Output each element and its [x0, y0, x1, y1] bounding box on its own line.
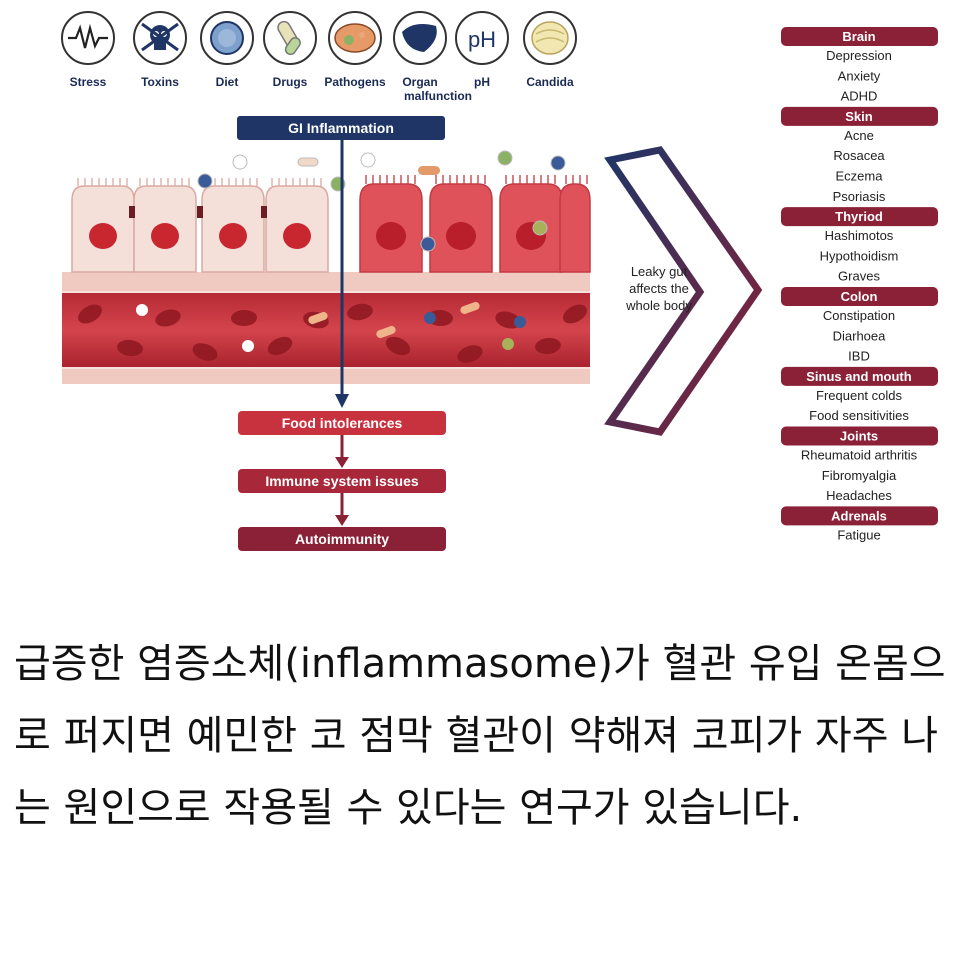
leaky-gut-arrow [604, 146, 763, 436]
system-item: Eczema [836, 169, 884, 184]
intestinal-tissue [62, 150, 591, 384]
system-item: Fatigue [837, 527, 880, 542]
system-item: Food sensitivities [809, 408, 909, 423]
system-item: Graves [838, 269, 880, 284]
flow-step: Immune system issues [238, 469, 446, 526]
food-icon: Diet [200, 11, 254, 89]
system-header: Joints [840, 429, 878, 444]
flow-step-label: Autoimmunity [295, 531, 389, 547]
system-item: Anxiety [838, 68, 881, 83]
pathogen-icon: Pathogens [324, 11, 386, 89]
flow-step-label: Immune system issues [265, 473, 419, 489]
leaky-gut-line-1: Leaky gut [631, 264, 688, 279]
flow-step-label: Food intolerances [282, 415, 403, 431]
system-header: Brain [842, 29, 875, 44]
ph-symbol: pH [468, 27, 496, 52]
flow-step: Autoimmunity [238, 527, 446, 551]
system-item: Constipation [823, 308, 895, 323]
system-header: Thyriod [835, 209, 883, 224]
system-header: Sinus and mouth [806, 369, 912, 384]
leaky-gut-line-3: whole body [625, 298, 692, 313]
cause-label: Drugs [273, 75, 308, 89]
stress-wave-icon: Stress [61, 11, 115, 89]
flow-step: Food intolerances [238, 411, 446, 468]
system-item: Psoriasis [833, 189, 886, 204]
system-header: Adrenals [831, 508, 887, 523]
system-item: Hypothoidism [820, 248, 899, 263]
cause-label: pH [474, 75, 490, 89]
system-item: IBD [848, 349, 870, 364]
cause-label: Diet [216, 75, 239, 89]
pill-icon: Drugs [263, 11, 317, 89]
caption-text: 급증한 염증소체(inflammasome)가 혈관 유입 온몸으로 퍼지면 예… [14, 641, 946, 831]
diagram-canvas: Stress Toxins Diet Drugs Pathogens Organmalfu… [61, 11, 938, 551]
cause-label: Toxins [141, 75, 179, 89]
affected-systems-list: BrainDepressionAnxietyADHDSkinAcneRosace… [781, 27, 938, 542]
system-item: ADHD [841, 89, 878, 104]
system-item: Rheumatoid arthritis [801, 448, 918, 463]
system-item: Rosacea [833, 148, 885, 163]
system-item: Headaches [826, 488, 892, 503]
cause-label: Candida [526, 75, 574, 89]
gi-inflammation-label: GI Inflammation [288, 120, 394, 136]
gi-inflammation-bar [237, 116, 445, 140]
cause-label: Organ [402, 75, 437, 89]
ph-icon: pH pH [455, 11, 509, 89]
system-item: Fibromyalgia [822, 468, 897, 483]
candida-icon: Candida [523, 11, 577, 89]
flow-arrow-head [335, 394, 349, 408]
system-header: Colon [841, 289, 878, 304]
causes-row: Stress Toxins Diet Drugs Pathogens Organmalfu… [61, 11, 577, 103]
cause-label-2: malfunction [404, 89, 472, 103]
system-item: Acne [844, 128, 874, 143]
cause-label: Stress [70, 75, 107, 89]
system-item: Diarhoea [833, 328, 887, 343]
leaky-gut-line-2: affects the [629, 281, 689, 296]
cause-label: Pathogens [324, 75, 386, 89]
skull-icon: Toxins [133, 11, 187, 89]
system-item: Frequent colds [816, 388, 902, 403]
system-header: Skin [845, 109, 873, 124]
system-item: Depression [826, 48, 892, 63]
system-item: Hashimotos [825, 228, 894, 243]
